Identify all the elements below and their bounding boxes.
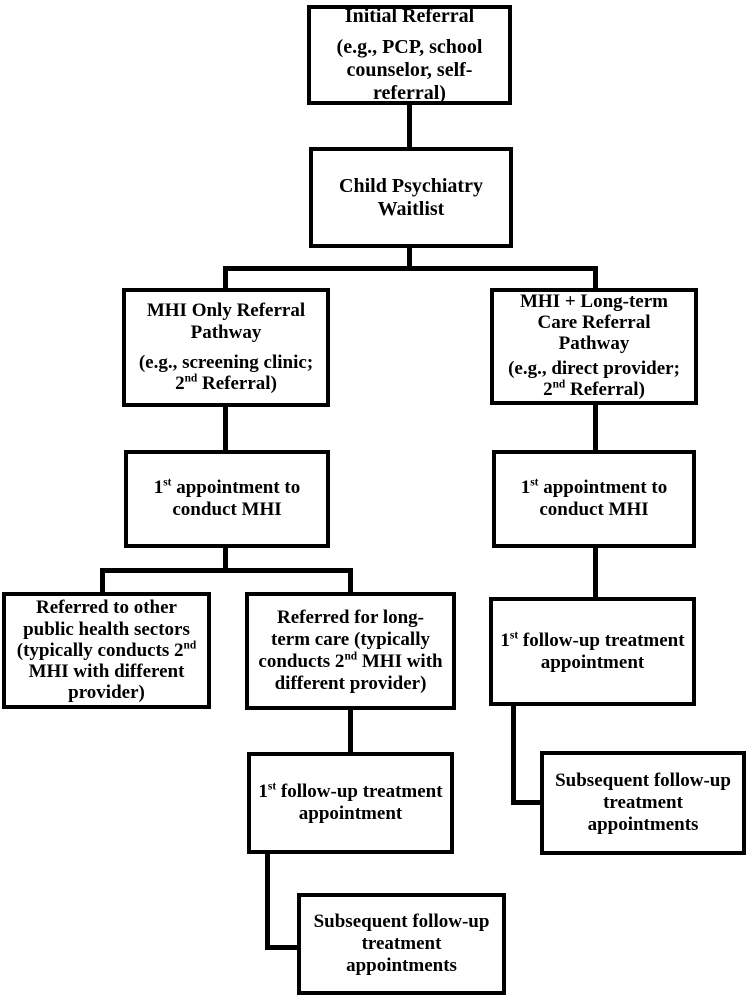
connector-initial-to-waitlist: [407, 104, 412, 148]
node-title: Initial Referral: [344, 5, 475, 27]
node-subsequent-followup-longterm: Subsequent follow-up treatment appointme…: [540, 751, 746, 855]
connector-split-to-referred-longterm: [348, 568, 353, 594]
connector-mhi-longterm-to-appt: [593, 404, 598, 452]
connector-followup-mhi-only-elbow-vertical: [265, 852, 270, 950]
connector-referred-longterm-to-followup: [348, 709, 353, 754]
connector-appt-split-horizontal: [100, 568, 353, 573]
node-subtitle: (e.g., PCP, school counselor, self- refe…: [336, 36, 483, 104]
node-first-followup-mhi-only: 1st follow-up treatment appointment: [247, 752, 454, 854]
node-mhi-only-referral-pathway: MHI Only Referral Pathway (e.g., screeni…: [122, 288, 330, 407]
connector-waitlist-split-horizontal: [223, 266, 598, 271]
node-title: Subsequent follow-up treatment appointme…: [555, 770, 731, 835]
node-first-appointment-longterm: 1st appointment to conduct MHI: [492, 450, 696, 548]
node-title: 1st appointment to conduct MHI: [520, 476, 668, 520]
node-child-psychiatry-waitlist: Child Psychiatry Waitlist: [309, 147, 513, 248]
node-mhi-longterm-care-referral-pathway: MHI + Long-term Care Referral Pathway (e…: [490, 288, 698, 405]
node-title: Referred for long- term care (typically …: [258, 607, 443, 694]
node-first-followup-longterm: 1st follow-up treatment appointment: [489, 597, 696, 706]
connector-followup-longterm-elbow-horizontal: [511, 800, 542, 805]
node-first-appointment-mhi-only: 1st appointment to conduct MHI: [124, 450, 330, 548]
connector-waitlist-stem: [407, 247, 412, 271]
node-title: MHI + Long-term Care Referral Pathway: [519, 291, 669, 355]
node-title: 1st follow-up treatment appointment: [500, 629, 685, 673]
node-subtitle: (e.g., screening clinic; 2nd Referral): [138, 351, 314, 395]
node-title: 1st appointment to conduct MHI: [153, 476, 301, 520]
connector-split-to-mhi-only: [223, 266, 228, 290]
connector-mhi-only-to-appt: [223, 406, 228, 452]
node-initial-referral: Initial Referral (e.g., PCP, school coun…: [307, 5, 512, 105]
node-referred-other-public-health-sectors: Referred to other public health sectors …: [2, 592, 211, 709]
connector-split-to-mhi-longterm: [593, 266, 598, 290]
node-subsequent-followup-mhi-only: Subsequent follow-up treatment appointme…: [297, 893, 506, 995]
connector-followup-mhi-only-elbow-horizontal: [265, 945, 299, 950]
connector-appt-stem: [223, 547, 228, 573]
node-title: Subsequent follow-up treatment appointme…: [313, 911, 490, 976]
connector-followup-longterm-elbow-vertical: [511, 704, 516, 805]
connector-split-to-referred-other: [100, 568, 105, 594]
node-title: MHI Only Referral Pathway: [146, 299, 306, 343]
node-subtitle: (e.g., direct provider; 2nd Referral): [508, 357, 680, 400]
node-referred-for-longterm-care: Referred for long- term care (typically …: [245, 592, 456, 710]
connector-appt-longterm-to-followup: [593, 547, 598, 599]
node-title: Child Psychiatry Waitlist: [339, 174, 483, 220]
node-title: 1st follow-up treatment appointment: [258, 780, 443, 824]
node-title: Referred to other public health sectors …: [16, 597, 197, 704]
